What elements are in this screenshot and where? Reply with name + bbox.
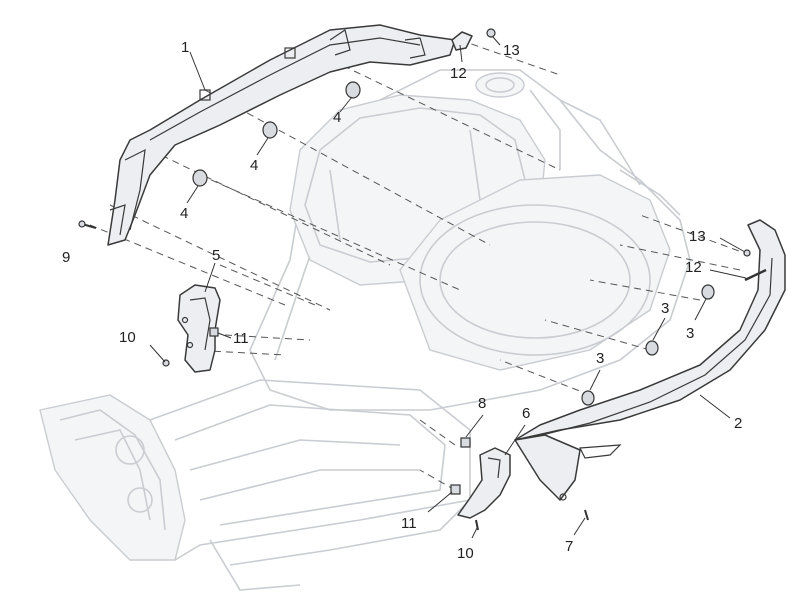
callout-4: 4 bbox=[180, 205, 188, 222]
callout-12: 12 bbox=[685, 259, 702, 276]
clip-part-12-right bbox=[744, 268, 767, 282]
clip-part-8 bbox=[460, 437, 471, 448]
callout-3: 3 bbox=[686, 325, 694, 342]
scooter-frame-ghost bbox=[39, 69, 691, 591]
callout-13: 13 bbox=[689, 228, 706, 245]
right-side-panel-part-2 bbox=[514, 219, 786, 501]
clip-part-12-top bbox=[451, 31, 473, 51]
callout-6: 6 bbox=[522, 405, 530, 422]
callout-11: 11 bbox=[401, 515, 417, 532]
grommet-part-4-group bbox=[192, 81, 361, 187]
callout-8: 8 bbox=[478, 395, 486, 412]
screw-part-10-right bbox=[475, 519, 479, 531]
callout-11: 11 bbox=[233, 330, 249, 347]
nut-part-13-top bbox=[486, 28, 496, 38]
callout-2: 2 bbox=[734, 415, 742, 432]
callout-3: 3 bbox=[596, 350, 604, 367]
left-side-panel-part-1 bbox=[107, 24, 456, 246]
callout-4: 4 bbox=[333, 109, 341, 126]
callout-13: 13 bbox=[503, 42, 520, 59]
callout-labels: 1 12 13 4 4 4 9 5 10 11 13 12 3 3 3 2 8 … bbox=[62, 39, 742, 562]
screw-part-7 bbox=[584, 509, 589, 521]
screw-part-9 bbox=[78, 220, 97, 229]
callout-10: 10 bbox=[457, 545, 474, 562]
callout-3: 3 bbox=[661, 300, 669, 317]
callout-4: 4 bbox=[250, 157, 258, 174]
nut-part-11-right bbox=[450, 484, 461, 495]
grommet-part-3-group bbox=[581, 284, 715, 406]
callout-9: 9 bbox=[62, 249, 70, 266]
callout-5: 5 bbox=[212, 247, 220, 264]
callout-7: 7 bbox=[565, 538, 573, 555]
callout-leader-lines bbox=[149, 36, 747, 539]
callout-12: 12 bbox=[450, 65, 467, 82]
callout-10: 10 bbox=[119, 329, 136, 346]
nut-part-11-left bbox=[209, 327, 219, 337]
assembly-guide-lines bbox=[89, 39, 751, 491]
bracket-part-6 bbox=[457, 447, 511, 519]
bracket-part-5 bbox=[177, 284, 221, 373]
callout-1: 1 bbox=[181, 39, 189, 56]
nut-part-13-right bbox=[743, 249, 751, 257]
